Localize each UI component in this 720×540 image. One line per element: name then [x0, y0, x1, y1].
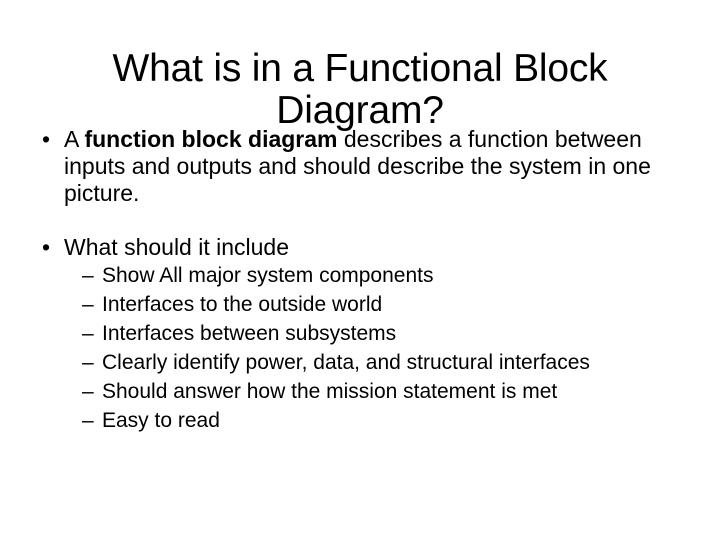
dash-marker-icon: –	[82, 293, 94, 316]
bullet-item-primary: • A function block diagram describes a f…	[36, 126, 696, 207]
dash-marker-icon: –	[82, 322, 94, 345]
sub-bullet-item: – Easy to read	[36, 406, 696, 435]
sub-bullet-label: Interfaces to the outside world	[102, 293, 383, 316]
bullet-text-emphasis: function block diagram	[84, 126, 338, 152]
sub-bullet-list: – Show All major system components – Int…	[36, 261, 696, 435]
dash-marker-icon: –	[82, 409, 94, 432]
bullet-marker-icon: •	[42, 234, 51, 260]
bullet-marker-icon: •	[42, 126, 51, 152]
sub-bullet-label: Show All major system components	[102, 264, 434, 287]
slide-body: • A function block diagram describes a f…	[36, 126, 696, 435]
dash-marker-icon: –	[82, 351, 94, 374]
sub-bullet-item: – Clearly identify power, data, and stru…	[36, 348, 696, 377]
bullet-spacer	[36, 207, 696, 234]
sub-bullet-item: – Show All major system components	[36, 261, 696, 290]
sub-bullet-label: Clearly identify power, data, and struct…	[102, 351, 590, 374]
sub-bullet-item: – Interfaces between subsystems	[36, 319, 696, 348]
sub-bullet-label: Easy to read	[102, 409, 220, 432]
sub-bullet-label: Should answer how the mission statement …	[102, 380, 558, 403]
dash-marker-icon: –	[82, 380, 94, 403]
sub-bullet-item: – Should answer how the mission statemen…	[36, 377, 696, 406]
bullet-text-tail: describes a function between inputs and …	[64, 126, 651, 206]
bullet-item-what-should-it-include: • What should it include	[36, 234, 696, 261]
page-title: What is in a Functional Block Diagram?	[112, 47, 608, 133]
dash-marker-icon: –	[82, 264, 94, 287]
sub-bullet-item: – Interfaces to the outside world	[36, 290, 696, 319]
sub-bullet-label: Interfaces between subsystems	[102, 322, 397, 345]
bullet-text-lead: A	[64, 126, 85, 152]
bullet-text-definition: A function block diagram describes a fun…	[64, 126, 651, 206]
bullet-text-label: What should it include	[64, 234, 290, 260]
